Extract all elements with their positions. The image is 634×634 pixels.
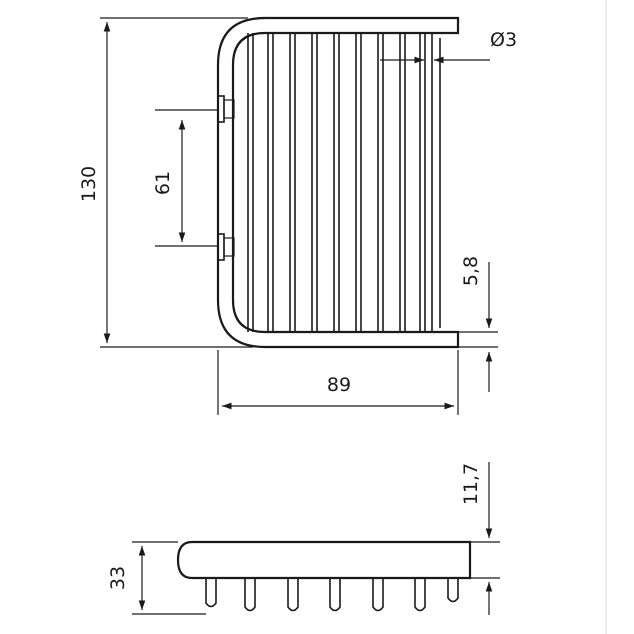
dimension-depth: 89: [217, 350, 459, 415]
label-gap-bottom: 5,8: [460, 256, 482, 286]
dimension-rim-height: 11,7: [460, 462, 500, 615]
wall-mount-top: [217, 95, 235, 123]
label-side-height: 33: [107, 566, 129, 590]
side-view-rim: [176, 540, 472, 580]
basket-side-view: [176, 540, 472, 612]
label-mount-spacing: 61: [152, 171, 174, 195]
label-rod-diameter: Ø3: [490, 29, 517, 51]
dimension-mount-spacing: 61: [152, 109, 218, 247]
basket-top-view: [216, 16, 460, 349]
dimension-side-height: 33: [107, 541, 206, 615]
dimension-rod-diameter: Ø3: [380, 29, 517, 64]
side-view-legs: [205, 578, 459, 612]
label-total-height: 130: [78, 166, 100, 202]
dimension-gap-bottom: 5,8: [458, 256, 498, 392]
basket-outer-frame: [216, 16, 460, 349]
label-rim-height: 11,7: [460, 463, 482, 505]
label-depth: 89: [327, 374, 351, 396]
basket-rods: [247, 33, 433, 332]
dimension-total-height: 130: [78, 17, 253, 348]
wall-mount-bottom: [217, 233, 235, 261]
